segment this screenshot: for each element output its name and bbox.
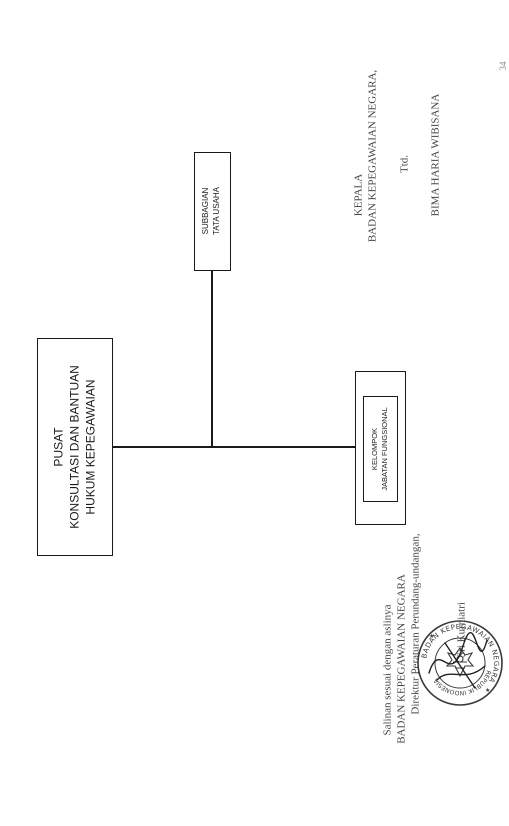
functional-group-line1: KELOMPOK xyxy=(369,427,379,471)
main-unit-box xyxy=(37,338,113,556)
head-signed-note: Ttd. xyxy=(398,154,411,174)
functional-group-inner-box xyxy=(363,396,398,502)
main-unit-label: PUSAT KONSULTASI DAN BANTUAN HUKUM KEPEG… xyxy=(51,365,100,529)
head-position: KEPALA xyxy=(352,173,365,217)
connector-trunk xyxy=(211,270,213,448)
connector-trunk-to-functional xyxy=(212,446,355,448)
copy-line2: BADAN KEPEGAWAIAN NEGARA xyxy=(395,574,408,744)
main-unit-line1: PUSAT xyxy=(51,427,66,467)
svg-text:★: ★ xyxy=(485,687,490,694)
functional-group-label: KELOMPOK JABATAN FUNGSIONAL xyxy=(370,407,390,491)
page-number: 34 xyxy=(497,61,508,71)
functional-group-line2: JABATAN FUNGSIONAL xyxy=(380,407,389,491)
sub-unit-label: SUBBAGIAN TATA USAHA xyxy=(201,187,223,235)
sub-unit-line1: SUBBAGIAN xyxy=(201,187,211,235)
copy-line1: Salinan sesuai dengan aslinya xyxy=(381,604,394,736)
main-unit-line3: HUKUM KEPEGAWAIAN xyxy=(84,379,99,515)
agency-stamp: BADAN KEPEGAWAIAN NEGARA REPUBLIK INDONE… xyxy=(415,618,505,708)
sub-unit-box xyxy=(194,152,231,271)
head-name: BIMA HARIA WIBISANA xyxy=(429,93,442,217)
main-unit-line2: KONSULTASI DAN BANTUAN xyxy=(67,365,82,529)
sub-unit-line2: TATA USAHA xyxy=(212,186,221,236)
head-agency: BADAN KEPEGAWAIAN NEGARA, xyxy=(366,69,379,243)
svg-text:★: ★ xyxy=(429,633,434,640)
stamp-seal-icon: BADAN KEPEGAWAIAN NEGARA REPUBLIK INDONE… xyxy=(417,620,503,706)
connector-main-to-trunk xyxy=(113,446,212,448)
